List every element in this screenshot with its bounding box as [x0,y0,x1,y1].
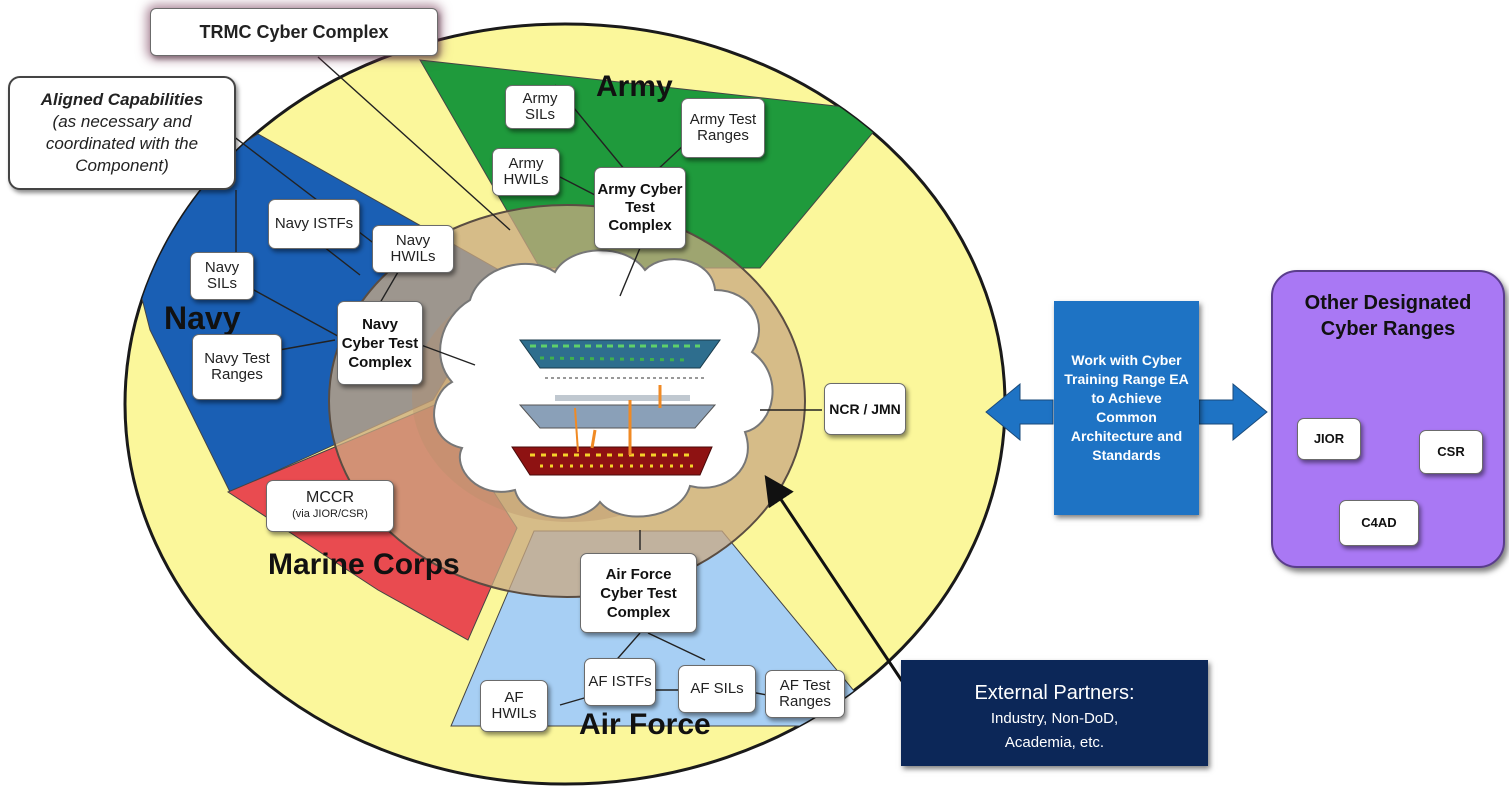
airforce-complex-box: Air Force Cyber Test Complex [580,553,697,633]
trmc-title: TRMC Cyber Complex [199,22,389,42]
airforce-complex-text: Air Force Cyber Test Complex [600,565,677,621]
navy-complex-box: Navy Cyber Test Complex [337,301,423,385]
csr-text: CSR [1437,444,1465,459]
navy-hwils-text: Navy HWILs [390,232,436,265]
army-complex-text: Army Cyber Test Complex [597,181,683,234]
ncr-jmn-text: NCR / JMN [829,401,901,417]
navy-test-ranges-box: Navy Test Ranges [192,334,282,400]
army-hwils-box: Army HWILs [492,148,560,196]
trmc-title-box: TRMC Cyber Complex [150,8,438,56]
mccr-text: MCCR [306,489,354,506]
af-hwils-box: AF HWILs [480,680,548,732]
airforce-label: Air Force [579,708,711,741]
army-label: Army [596,70,673,103]
double-arrow [985,382,1054,442]
jior-text: JIOR [1313,431,1345,446]
other-ranges-title: Other Designated Cyber Ranges [1304,292,1472,340]
navy-sils-box: Navy SILs [190,252,254,300]
army-sils-text: Army SILs [522,90,558,123]
army-complex-box: Army Cyber Test Complex [594,167,686,249]
af-hwils-text: AF HWILs [491,689,537,722]
c4ad-text: C4AD [1361,515,1397,530]
csr-box: CSR [1419,430,1483,474]
aligned-line1: (as necessary and [52,112,192,131]
double-arrow-right [1198,382,1268,442]
af-sils-box: AF SILs [678,665,756,713]
external-partners-box: External Partners: Industry, Non-DoD, Ac… [901,660,1208,766]
aligned-title: Aligned Capabilities [40,90,204,109]
af-istfs-box: AF ISTFs [584,658,656,706]
navy-istfs-text: Navy ISTFs [274,215,354,232]
army-sils-box: Army SILs [505,85,575,129]
navy-label: Navy [164,300,241,336]
aligned-line3: Component) [75,156,169,175]
mccr-box: MCCR (via JIOR/CSR) [266,480,394,532]
army-test-ranges-text: Army Test Ranges [689,111,757,144]
navy-sils-text: Navy SILs [204,259,240,292]
c4ad-box: C4AD [1339,500,1419,546]
external-title: External Partners: [974,682,1135,704]
navy-hwils-box: Navy HWILs [372,225,454,273]
navy-istfs-box: Navy ISTFs [268,199,360,249]
army-test-ranges-box: Army Test Ranges [681,98,765,158]
af-istfs-text: AF ISTFs [588,673,652,690]
external-line2: Academia, etc. [1004,734,1105,751]
mccr-sub-text: (via JIOR/CSR) [292,508,368,520]
external-arrow [764,475,910,691]
navy-complex-text: Navy Cyber Test Complex [341,315,419,371]
jior-box: JIOR [1297,418,1361,460]
network-layer-icons [511,339,721,476]
external-line1: Industry, Non-DoD, [990,710,1119,727]
af-test-ranges-box: AF Test Ranges [765,670,845,718]
work-with-ea-box: Work with Cyber Training Range EA to Ach… [1054,301,1199,515]
work-with-ea-text: Work with Cyber Training Range EA to Ach… [1064,352,1189,463]
aligned-line2: coordinated with the [45,134,199,153]
network-cloud [433,249,774,519]
marine-label: Marine Corps [268,548,460,581]
ncr-jmn-box: NCR / JMN [824,383,906,435]
af-sils-text: AF SILs [690,680,744,697]
af-test-ranges-text: AF Test Ranges [779,677,831,710]
navy-test-ranges-text: Navy Test Ranges [204,350,270,383]
army-hwils-text: Army HWILs [503,155,549,188]
aligned-capabilities-box: Aligned Capabilities (as necessary and c… [8,76,236,190]
